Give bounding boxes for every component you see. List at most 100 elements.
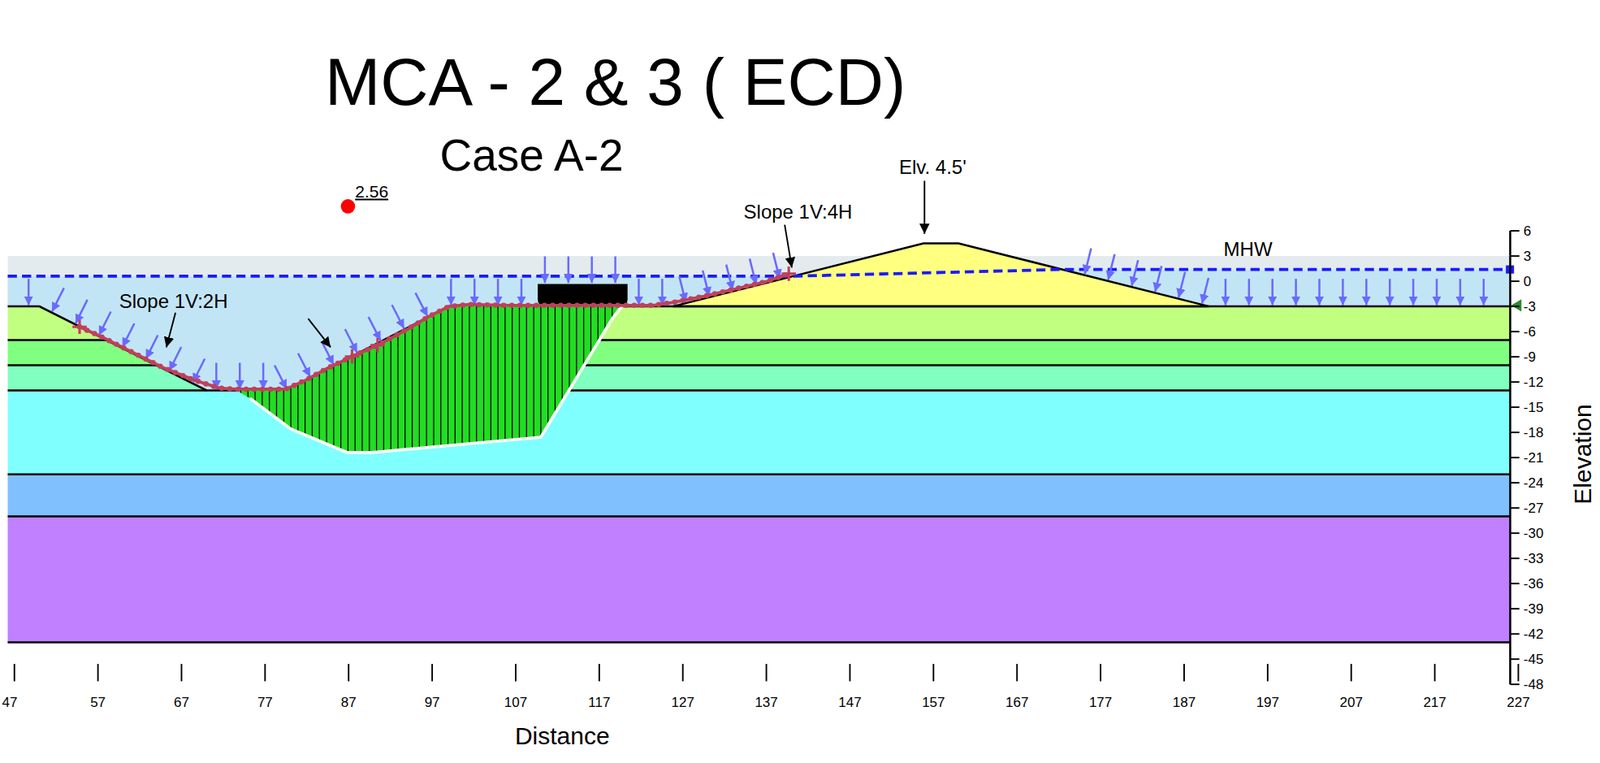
edge-marker — [1511, 298, 1523, 312]
axis-tick-label: -24 — [1523, 475, 1544, 489]
layer-boundary — [8, 389, 208, 392]
axis-tick-label: 137 — [754, 695, 778, 710]
x-tick — [1517, 663, 1519, 681]
water-load-arrows — [28, 248, 1484, 390]
y-tick — [1509, 355, 1519, 358]
slip-points — [77, 272, 789, 392]
axis-tick-label: 47 — [2, 695, 18, 710]
title: MCA - 2 & 3 ( ECD) — [324, 48, 906, 116]
water-level-label: MHW — [1223, 239, 1273, 260]
slip-end-mark — [72, 319, 87, 334]
axis-tick-label: 217 — [1422, 695, 1446, 710]
x-tick — [263, 663, 266, 681]
y-tick — [1509, 683, 1519, 685]
x-tick — [1183, 663, 1185, 681]
layer-boundary — [8, 306, 1511, 390]
x-tick — [682, 663, 684, 681]
axis-tick-label: -39 — [1523, 601, 1544, 615]
axis-tick-label: -6 — [1523, 324, 1536, 338]
axis-tick-label: 187 — [1172, 695, 1196, 710]
soil-layer — [8, 515, 1511, 642]
axis-title: Distance — [514, 723, 610, 749]
x-tick — [347, 663, 350, 681]
axis-tick-label: 0 — [1523, 273, 1531, 288]
x-tick — [1267, 663, 1269, 681]
axis-tick-label: -48 — [1523, 676, 1544, 691]
x-tick — [598, 663, 601, 681]
y-tick — [1509, 607, 1519, 610]
slip-end-mark — [370, 337, 385, 353]
soil-layer — [8, 474, 1511, 517]
leader-arrow — [307, 318, 331, 347]
y-tick — [1509, 456, 1519, 459]
y-tick — [1509, 305, 1519, 308]
axis-tick-label: 97 — [424, 695, 441, 710]
barge-block — [537, 283, 628, 305]
y-tick — [1509, 280, 1519, 282]
leader-arrow — [166, 312, 176, 348]
axis-tick-label: -33 — [1523, 550, 1544, 565]
safety-factor: 2.56 — [354, 181, 389, 199]
axis-tick-label: 197 — [1256, 695, 1280, 710]
axis-tick-label: 227 — [1506, 695, 1530, 710]
x-tick — [1434, 663, 1436, 681]
layer-boundary — [8, 338, 107, 342]
x-tick — [181, 663, 183, 681]
axis-tick-label: -18 — [1523, 424, 1544, 439]
slope-note: Slope 1V:4H — [743, 202, 853, 222]
axis-tick-label: 207 — [1340, 695, 1363, 710]
y-tick — [1509, 330, 1519, 333]
slice-lines — [241, 296, 620, 460]
axis-tick-label: 87 — [341, 695, 357, 710]
x-tick — [1016, 663, 1018, 681]
axis-tick-label: 127 — [671, 695, 695, 710]
x-tick — [932, 663, 935, 681]
layer-boundary — [8, 640, 1511, 644]
x-tick — [765, 663, 768, 681]
axis-tick-label: -21 — [1523, 449, 1544, 464]
x-tick — [1350, 663, 1353, 681]
layer-boundary — [8, 514, 1511, 518]
leader-arrow — [784, 224, 792, 269]
y-tick — [1509, 657, 1519, 660]
y-tick — [1509, 531, 1519, 534]
water-line — [8, 269, 1511, 277]
axis-tick-label: 177 — [1089, 695, 1112, 710]
axis-tick-label: -36 — [1523, 575, 1544, 590]
y-tick — [1509, 380, 1519, 383]
layer-boundary — [8, 473, 1511, 476]
y-tick — [1509, 632, 1519, 635]
axis-tick-label: -12 — [1523, 374, 1544, 389]
axis-tick-label: -42 — [1523, 626, 1544, 640]
axis-tick-label: 117 — [588, 695, 610, 710]
axis-tick-label: -15 — [1523, 399, 1544, 414]
y-tick — [1509, 481, 1519, 484]
y-tick — [1509, 582, 1519, 584]
slip-end-mark — [781, 266, 796, 282]
axis-tick-label: 57 — [90, 695, 106, 710]
axis-tick-label: -30 — [1523, 525, 1544, 540]
axis-tick-label: 147 — [838, 695, 861, 710]
axis-tick-label: 167 — [1005, 695, 1029, 710]
axis-title: Elevation — [1570, 403, 1596, 504]
axis-tick-label: -3 — [1523, 298, 1536, 313]
axis-tick-label: 6 — [1523, 223, 1531, 238]
case-label: Case A-2 — [439, 132, 623, 178]
axis-tick-label: -45 — [1523, 651, 1544, 666]
sliding-mass — [234, 305, 623, 453]
y-tick — [1509, 255, 1519, 257]
slip-center — [341, 198, 356, 214]
slope-note: Slope 1V:2H — [116, 290, 231, 312]
y-tick — [1509, 557, 1519, 559]
y-tick — [1509, 431, 1519, 433]
leader-arrow — [923, 180, 926, 234]
x-tick — [431, 663, 433, 681]
x-tick — [849, 663, 852, 681]
axis-tick-label: -9 — [1523, 349, 1536, 364]
y-tick — [1509, 506, 1519, 509]
x-tick — [13, 663, 16, 681]
axis-tick-label: 67 — [173, 695, 190, 710]
x-tick — [97, 663, 100, 681]
slip-surface — [79, 273, 789, 390]
